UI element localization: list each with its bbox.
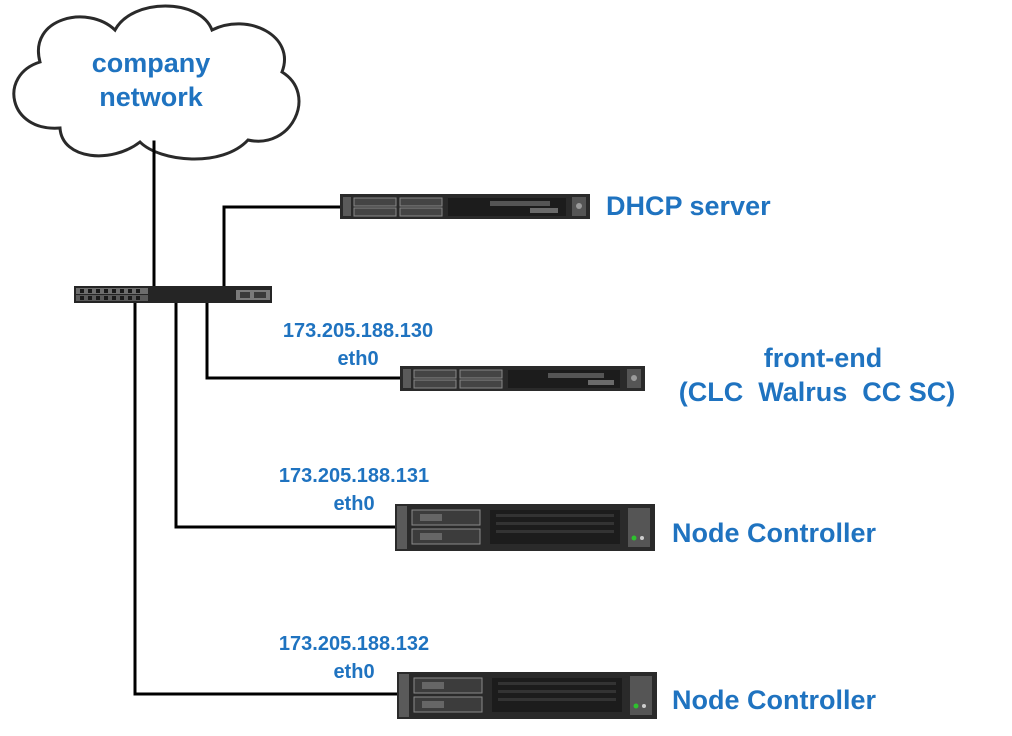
- wire-switch-node1: [174, 300, 397, 529]
- node-controller-1-ip: 173.205.188.131: [278, 465, 430, 487]
- frontend-ip: 173.205.188.130: [282, 320, 434, 342]
- cloud-icon: [12, 4, 301, 161]
- frontend-server-icon: [400, 366, 645, 391]
- dhcp-server-icon: [340, 194, 590, 219]
- frontend-iface: eth0: [337, 348, 379, 370]
- wire-switch-node2: [133, 300, 399, 696]
- frontend-address: 173.205.188.130 eth0: [258, 317, 458, 373]
- frontend-label-line1: front-end: [763, 343, 883, 373]
- cloud-label: company network: [78, 46, 224, 114]
- network-switch-icon: [74, 286, 272, 303]
- node-controller-2-ip: 173.205.188.132: [278, 633, 430, 655]
- node-controller-1-iface: eth0: [333, 493, 375, 515]
- node-controller-1-label: Node Controller: [672, 518, 877, 548]
- node-controller-1-server-icon: [395, 504, 655, 551]
- network-wires: [133, 140, 402, 696]
- frontend-label-line2: (CLC Walrus CC SC): [678, 377, 956, 407]
- node-controller-2-address: 173.205.188.132 eth0: [254, 630, 454, 686]
- node-controller-2-server-icon: [397, 672, 657, 719]
- cloud-label-line1: company: [91, 48, 211, 78]
- frontend-label: front-end (CLC Walrus CC SC): [655, 341, 979, 409]
- wire-switch-frontend: [205, 300, 402, 380]
- cloud-label-line2: network: [99, 82, 203, 112]
- dhcp-server-label: DHCP server: [606, 191, 771, 221]
- node-controller-2-label: Node Controller: [672, 685, 877, 715]
- node-controller-1-address: 173.205.188.131 eth0: [254, 462, 454, 518]
- node-controller-2-iface: eth0: [333, 661, 375, 683]
- wire-switch-dhcp: [222, 205, 342, 289]
